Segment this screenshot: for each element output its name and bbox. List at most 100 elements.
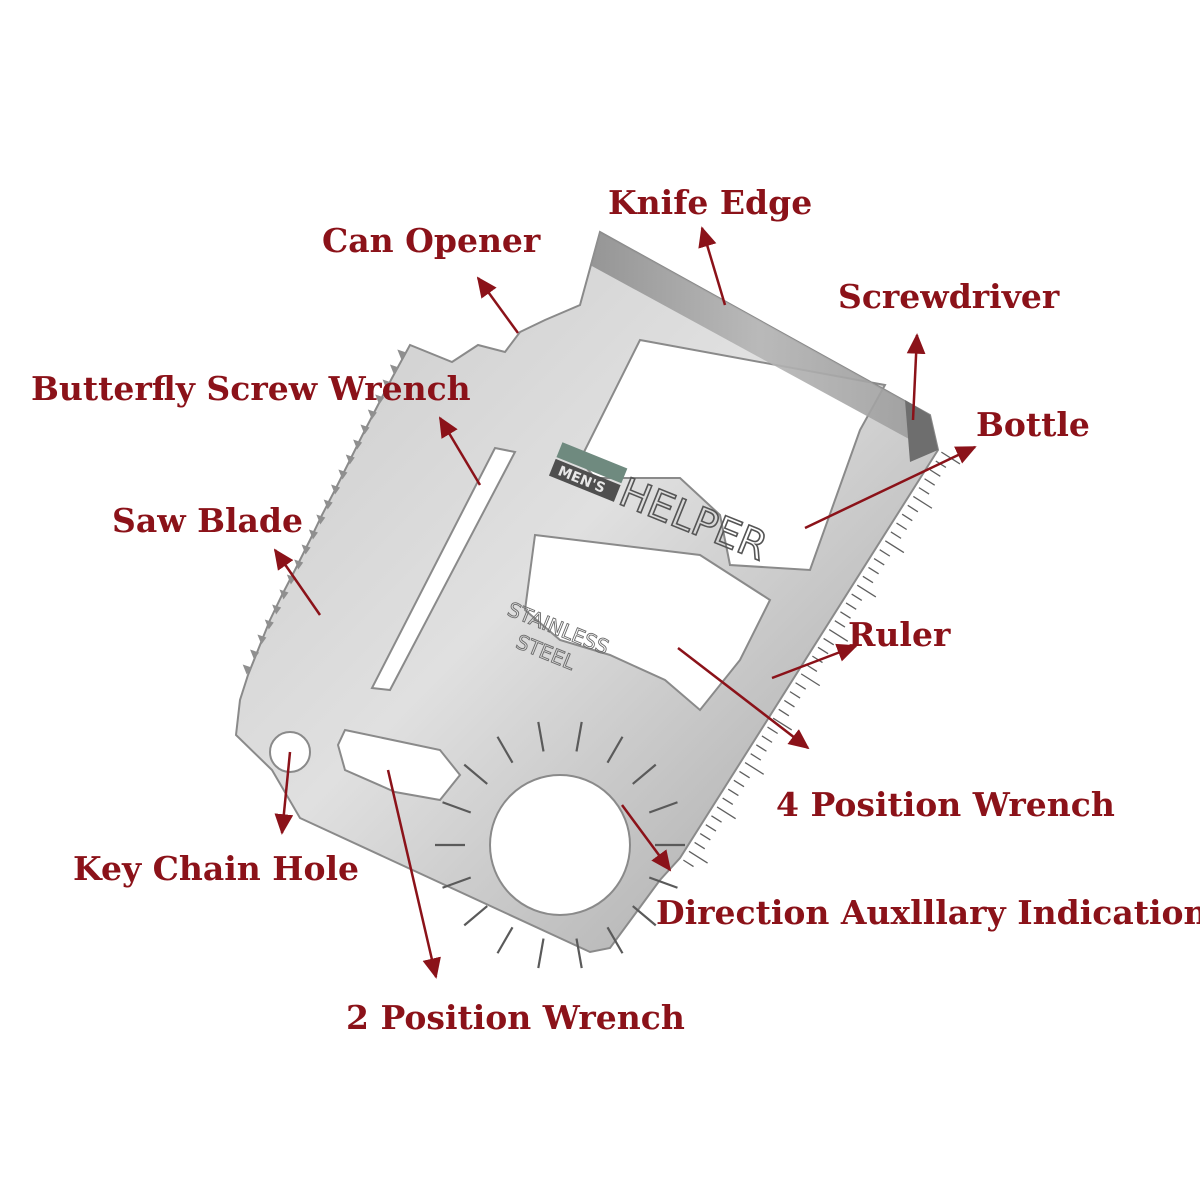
ruler-tick — [817, 646, 829, 655]
label-2-position-wrench: 2 Position Wrench — [346, 998, 685, 1037]
ruler-tick — [907, 504, 919, 513]
arrow-saw-blade — [273, 548, 322, 616]
direction-ray — [575, 721, 583, 752]
ruler-tick — [845, 602, 857, 610]
ruler-tick — [705, 824, 717, 832]
saw-tooth — [397, 349, 407, 360]
ruler-tick — [924, 478, 936, 486]
ruler-tick — [901, 513, 913, 522]
label-saw-blade: Saw Blade — [112, 501, 303, 540]
ruler-tick — [929, 469, 941, 477]
ruler-tick — [851, 593, 863, 602]
direction-ray — [496, 736, 514, 764]
ruler-tick — [834, 620, 846, 628]
ruler-tick — [795, 682, 807, 690]
saw-tooth — [389, 364, 399, 375]
ruler-tick — [884, 540, 905, 554]
ruler-tick — [918, 487, 930, 495]
saw-tooth — [301, 544, 311, 555]
direction-ray — [537, 938, 545, 969]
label-4-position-wrench: 4 Position Wrench — [776, 785, 1115, 824]
label-can-opener: Can Opener — [322, 221, 541, 260]
direction-ray — [632, 763, 657, 785]
ruler-tick — [862, 575, 874, 584]
ruler-tick — [823, 637, 835, 646]
saw-tooth — [272, 604, 282, 615]
ruler-tick — [722, 797, 734, 806]
ruler-tick — [778, 708, 790, 717]
saw-tooth — [382, 379, 392, 390]
direction-ray — [648, 876, 678, 889]
ruler-tick — [727, 788, 739, 797]
ruler-tick — [688, 850, 708, 864]
callout-arrows — [273, 226, 977, 979]
ruler-tick — [896, 522, 908, 531]
saw-tooth — [375, 394, 385, 405]
arrow-2-position-wrench — [386, 769, 441, 979]
label-direction-auxlllary-indication: Direction Auxlllary Indication — [656, 893, 1200, 932]
ruler-tick — [744, 762, 765, 775]
ruler-tick — [789, 691, 801, 699]
ruler-tick — [716, 806, 736, 820]
arrow-bottle — [804, 445, 977, 530]
direction-ray — [463, 905, 488, 927]
saw-tooth — [250, 649, 260, 660]
ruler-tick — [767, 726, 779, 735]
label-screwdriver: Screwdriver — [838, 277, 1060, 316]
saw-tooth — [360, 424, 370, 435]
ruler-tick — [699, 832, 711, 841]
arrow-ruler — [771, 643, 858, 680]
direction-ray — [632, 905, 657, 927]
saw-tooth — [331, 484, 341, 495]
card-body — [234, 230, 940, 954]
ruler-tick — [783, 699, 795, 708]
saw-tooth — [264, 619, 274, 630]
ruler-tick — [750, 753, 762, 761]
ruler-tick — [828, 628, 849, 642]
direction-ray — [648, 801, 678, 814]
label-bottle: Bottle — [976, 405, 1090, 444]
ruler-tick — [683, 859, 694, 868]
saw-tooth — [294, 559, 304, 570]
ruler-tick — [912, 495, 933, 509]
knife-edge-bevel — [590, 232, 930, 445]
direction-ray — [606, 926, 624, 954]
saw-tooth — [316, 514, 326, 525]
direction-ray — [575, 938, 583, 969]
arrow-4-position-wrench — [677, 647, 810, 750]
ruler-tick — [772, 717, 793, 731]
direction-rays — [435, 721, 685, 969]
saw-tooth — [367, 409, 377, 420]
arrow-key-chain-hole — [274, 751, 294, 835]
arrow-can-opener — [476, 276, 520, 334]
ruler-tick — [868, 566, 879, 575]
ruler-tick — [800, 673, 821, 687]
arrow-knife-edge — [698, 226, 727, 306]
ruler-tick — [873, 558, 885, 566]
direction-ray — [606, 736, 624, 764]
saw-tooth — [308, 529, 318, 540]
saw-tooth — [257, 634, 267, 645]
ruler-tick — [755, 744, 767, 752]
ruler-tick — [711, 815, 722, 823]
ruler-tick — [856, 584, 877, 598]
direction-ray — [442, 876, 472, 889]
ruler-tick — [879, 549, 891, 557]
ruler-tick — [694, 841, 706, 850]
arrow-direction-indication — [620, 804, 672, 872]
saw-tooth — [323, 499, 333, 510]
ruler-tick — [890, 531, 902, 539]
saw-tooth — [353, 439, 363, 450]
saw-tooth — [338, 469, 348, 480]
saw-teeth — [242, 349, 407, 675]
direction-ray — [463, 763, 488, 785]
direction-ray — [537, 721, 545, 752]
label-key-chain-hole: Key Chain Hole — [73, 849, 359, 888]
label-knife-edge: Knife Edge — [608, 183, 813, 222]
ruler-tick — [739, 770, 750, 779]
ruler-tick — [806, 664, 818, 672]
saw-tooth — [279, 589, 289, 600]
saw-tooth — [242, 664, 252, 675]
